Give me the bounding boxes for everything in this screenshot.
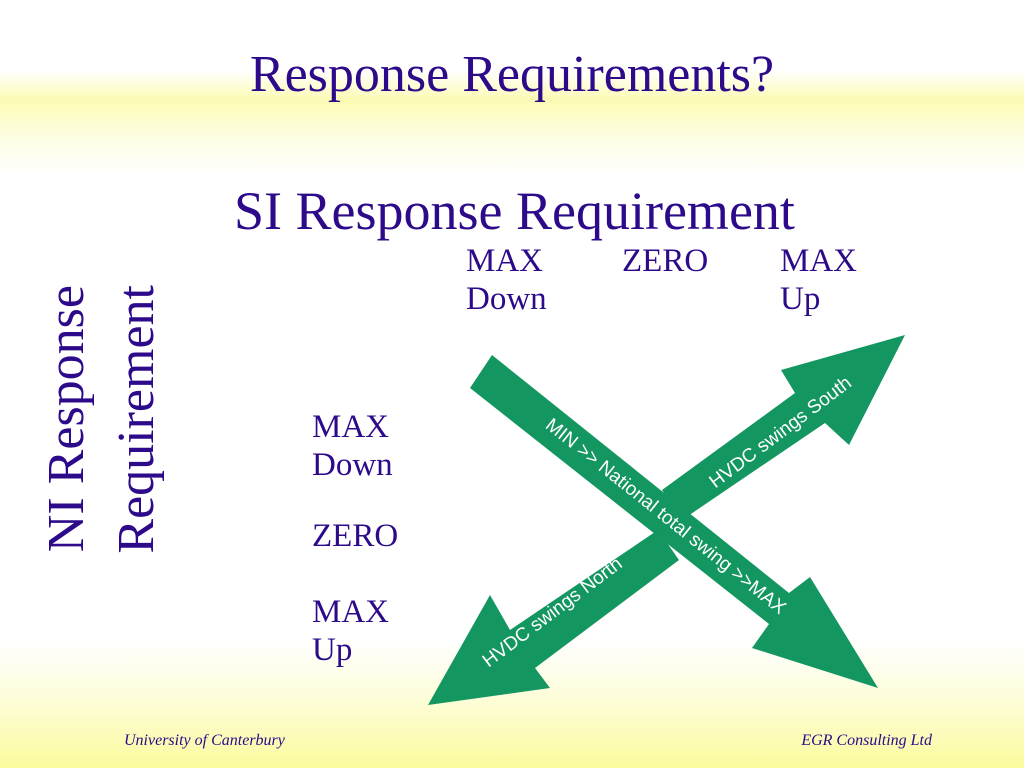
footer-right: EGR Consulting Ltd	[801, 732, 932, 749]
slide-subtitle: SI Response Requirement	[234, 181, 795, 241]
hvdc-north-arrow	[428, 530, 679, 705]
top-axis-label-zero: ZERO	[622, 243, 709, 279]
side-axis-label-max-down: MAX Down	[312, 409, 393, 483]
footer-left: University of Canterbury	[124, 732, 285, 749]
national-swing-arrow-body	[470, 355, 878, 688]
top-axis-label-max-down: MAX Down	[466, 243, 547, 317]
top-axis-label-max-up: MAX Up	[780, 243, 858, 317]
side-axis-label-zero: ZERO	[312, 518, 399, 554]
side-axis-label-max-up: MAX Up	[312, 594, 390, 668]
hvdc-south-arrow-label: HVDC swings South	[706, 372, 856, 492]
hvdc-south-arrow	[662, 335, 905, 520]
slide-title: Response Requirements?	[249, 46, 775, 103]
